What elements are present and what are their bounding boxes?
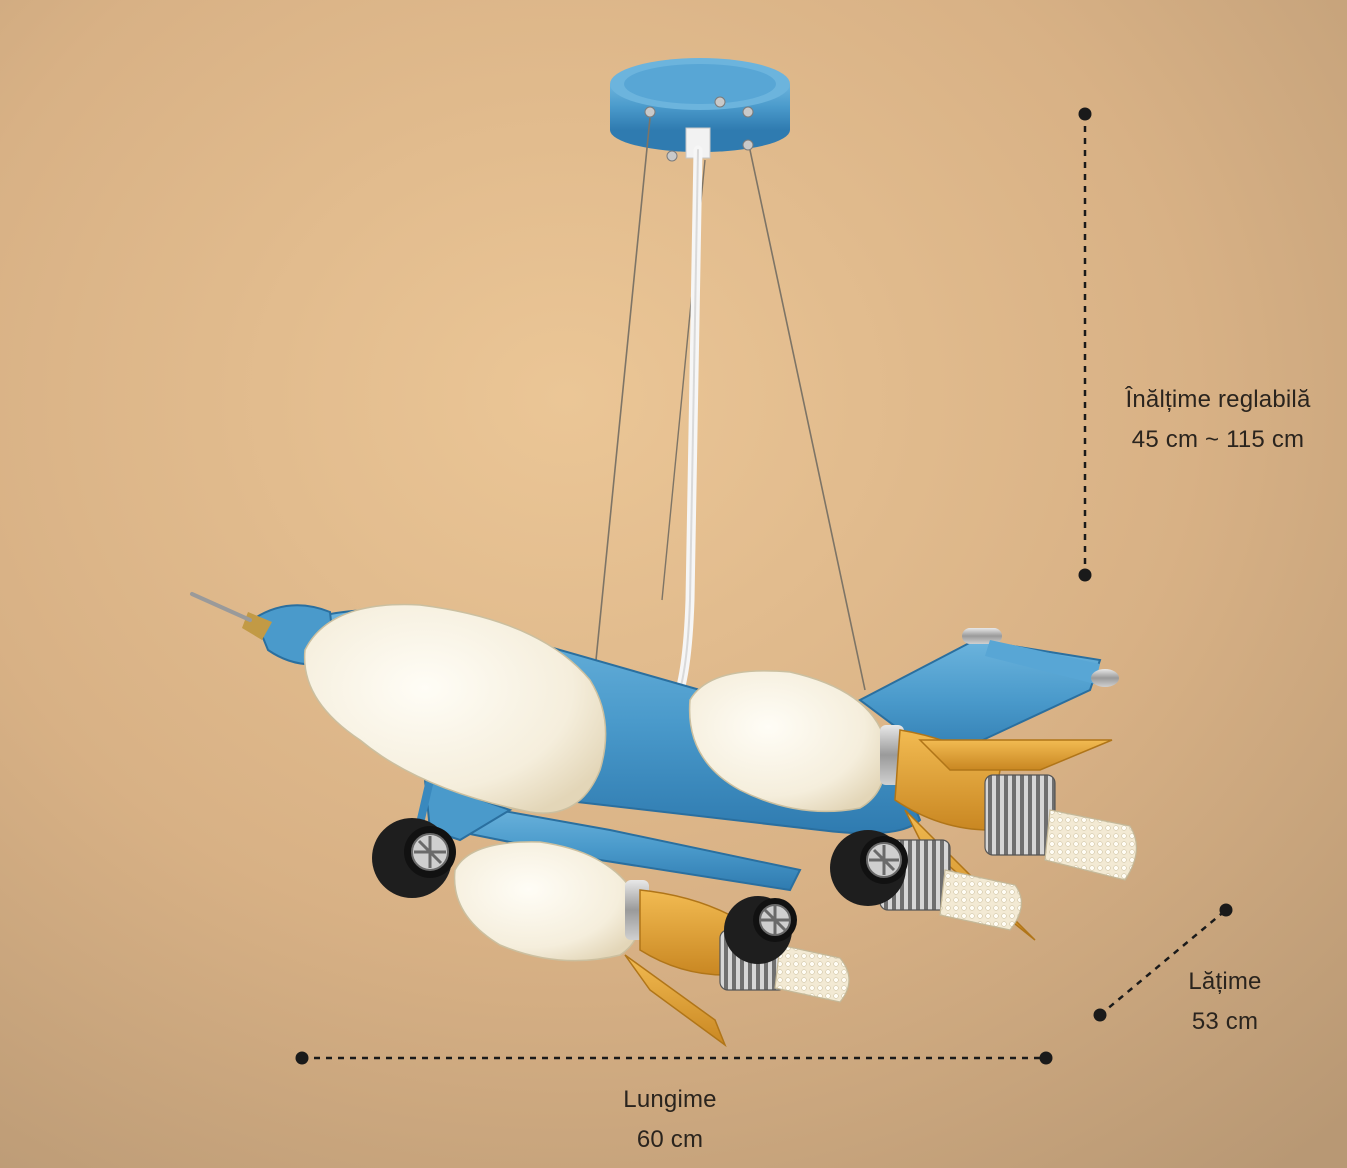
length-dimension-line (295, 1051, 1053, 1065)
length-label-text: Lungime (623, 1086, 717, 1113)
wheel-middle (830, 830, 908, 906)
height-label-text: Înălțime reglabilă (1125, 386, 1311, 413)
airplane-lamp (190, 592, 1137, 1048)
height-dimension-line (1078, 107, 1092, 582)
width-dimension-line (1093, 903, 1233, 1022)
width-dimension-label: Lățime 53 cm (1150, 962, 1300, 1042)
wheel-left (372, 818, 456, 898)
height-value-text: 45 cm ~ 115 cm (1131, 426, 1305, 453)
length-value-text: 60 cm (636, 1126, 704, 1153)
ceiling-canopy (610, 58, 790, 162)
suspension-cables (595, 117, 866, 695)
height-dimension-label: Înălțime reglabilă 45 cm ~ 115 cm (1098, 380, 1338, 460)
wheel-right (724, 896, 797, 964)
length-dimension-label: Lungime 60 cm (560, 1080, 780, 1160)
width-label-text: Lățime (1188, 968, 1262, 995)
width-value-text: 53 cm (1191, 1008, 1259, 1035)
